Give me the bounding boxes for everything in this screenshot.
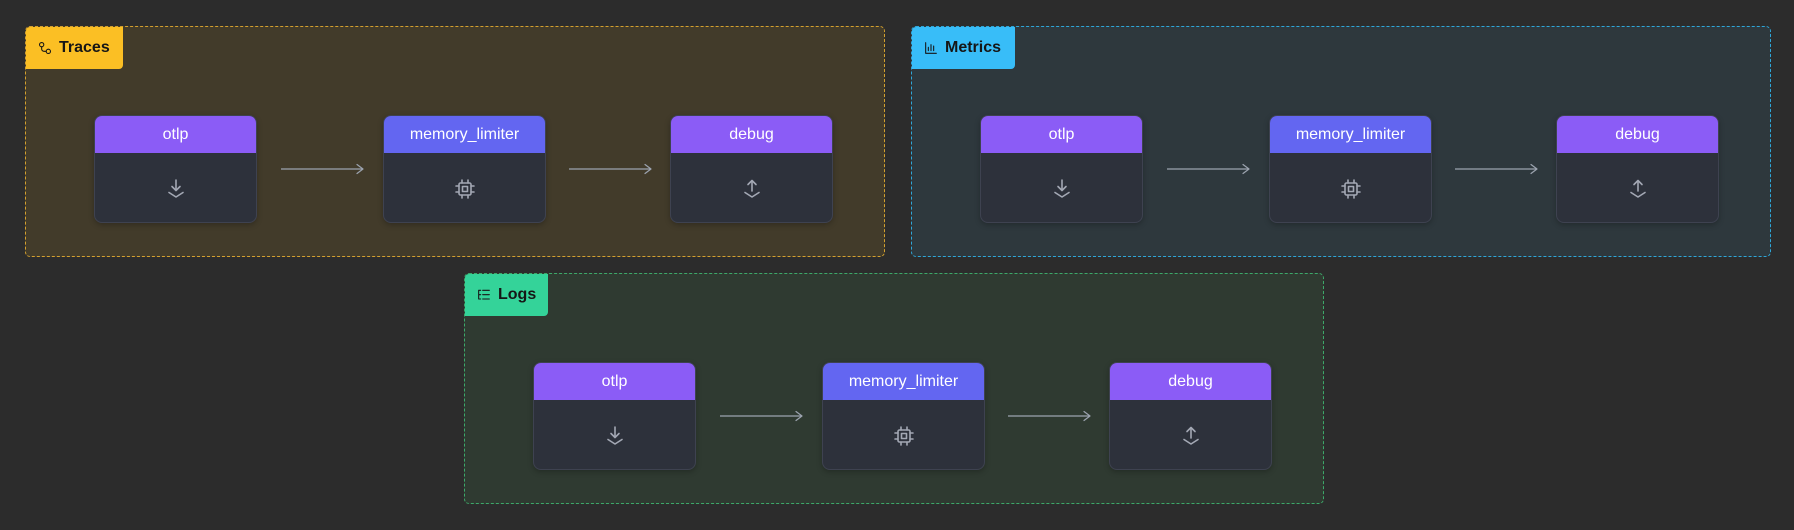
pipeline-group-logs: Logs otlp memory_limiter debug xyxy=(464,273,1324,504)
exporter-node-debug[interactable]: debug xyxy=(1556,115,1719,223)
edge-arrow-2 xyxy=(1008,410,1091,422)
list-icon xyxy=(478,289,490,300)
node-title: debug xyxy=(1557,116,1718,153)
upload-tray-icon xyxy=(1182,426,1199,445)
receiver-node-otlp[interactable]: otlp xyxy=(980,115,1143,223)
list-icon xyxy=(476,287,492,303)
node-title: debug xyxy=(1110,363,1271,400)
cpu-chip-icon xyxy=(1340,178,1361,199)
node-title: debug xyxy=(671,116,832,153)
edge-arrow-2 xyxy=(1455,163,1538,175)
node-body xyxy=(823,400,984,469)
edge-arrow-1 xyxy=(281,163,364,175)
cpu-chip-icon xyxy=(893,425,914,446)
processor-node-memory-limiter[interactable]: memory_limiter xyxy=(1269,115,1432,223)
download-tray-icon xyxy=(606,425,623,445)
node-title: memory_limiter xyxy=(823,363,984,400)
node-body xyxy=(1557,153,1718,222)
pipeline-label: Metrics xyxy=(945,39,1002,56)
processor-node-memory-limiter[interactable]: memory_limiter xyxy=(383,115,546,223)
bar-chart-icon xyxy=(925,42,937,54)
edge-arrow-2 xyxy=(569,163,652,175)
cpu-chip-icon xyxy=(454,178,475,199)
node-title: otlp xyxy=(534,363,695,400)
node-body xyxy=(95,153,256,222)
receiver-node-otlp[interactable]: otlp xyxy=(533,362,696,470)
download-tray-icon xyxy=(167,178,184,198)
node-body xyxy=(1110,400,1271,469)
processor-node-memory-limiter[interactable]: memory_limiter xyxy=(822,362,985,470)
download-tray-icon xyxy=(1053,178,1070,198)
upload-tray-icon xyxy=(743,179,760,198)
pipeline-group-traces: Traces otlp memory_limiter debug xyxy=(25,26,885,257)
exporter-node-debug[interactable]: debug xyxy=(670,115,833,223)
node-body xyxy=(534,400,695,469)
exporter-node-debug[interactable]: debug xyxy=(1109,362,1272,470)
pipeline-tab-logs[interactable]: Logs xyxy=(465,274,548,316)
pipeline-group-metrics: Metrics otlp memory_limiter debug xyxy=(911,26,1771,257)
node-body xyxy=(671,153,832,222)
node-body xyxy=(384,153,545,222)
edge-arrow-1 xyxy=(720,410,803,422)
node-title: otlp xyxy=(981,116,1142,153)
pipeline-tab-traces[interactable]: Traces xyxy=(26,27,123,69)
node-title: memory_limiter xyxy=(384,116,545,153)
node-title: otlp xyxy=(95,116,256,153)
pipeline-label: Logs xyxy=(498,286,537,303)
traces-icon xyxy=(38,41,52,55)
node-body xyxy=(981,153,1142,222)
upload-tray-icon xyxy=(1629,179,1646,198)
node-title: memory_limiter xyxy=(1270,116,1431,153)
pipeline-tab-metrics[interactable]: Metrics xyxy=(912,27,1015,69)
bar-chart-icon xyxy=(923,40,939,56)
edge-arrow-1 xyxy=(1167,163,1250,175)
node-body xyxy=(1270,153,1431,222)
receiver-node-otlp[interactable]: otlp xyxy=(94,115,257,223)
traces-icon xyxy=(37,40,53,56)
pipeline-label: Traces xyxy=(59,39,110,56)
